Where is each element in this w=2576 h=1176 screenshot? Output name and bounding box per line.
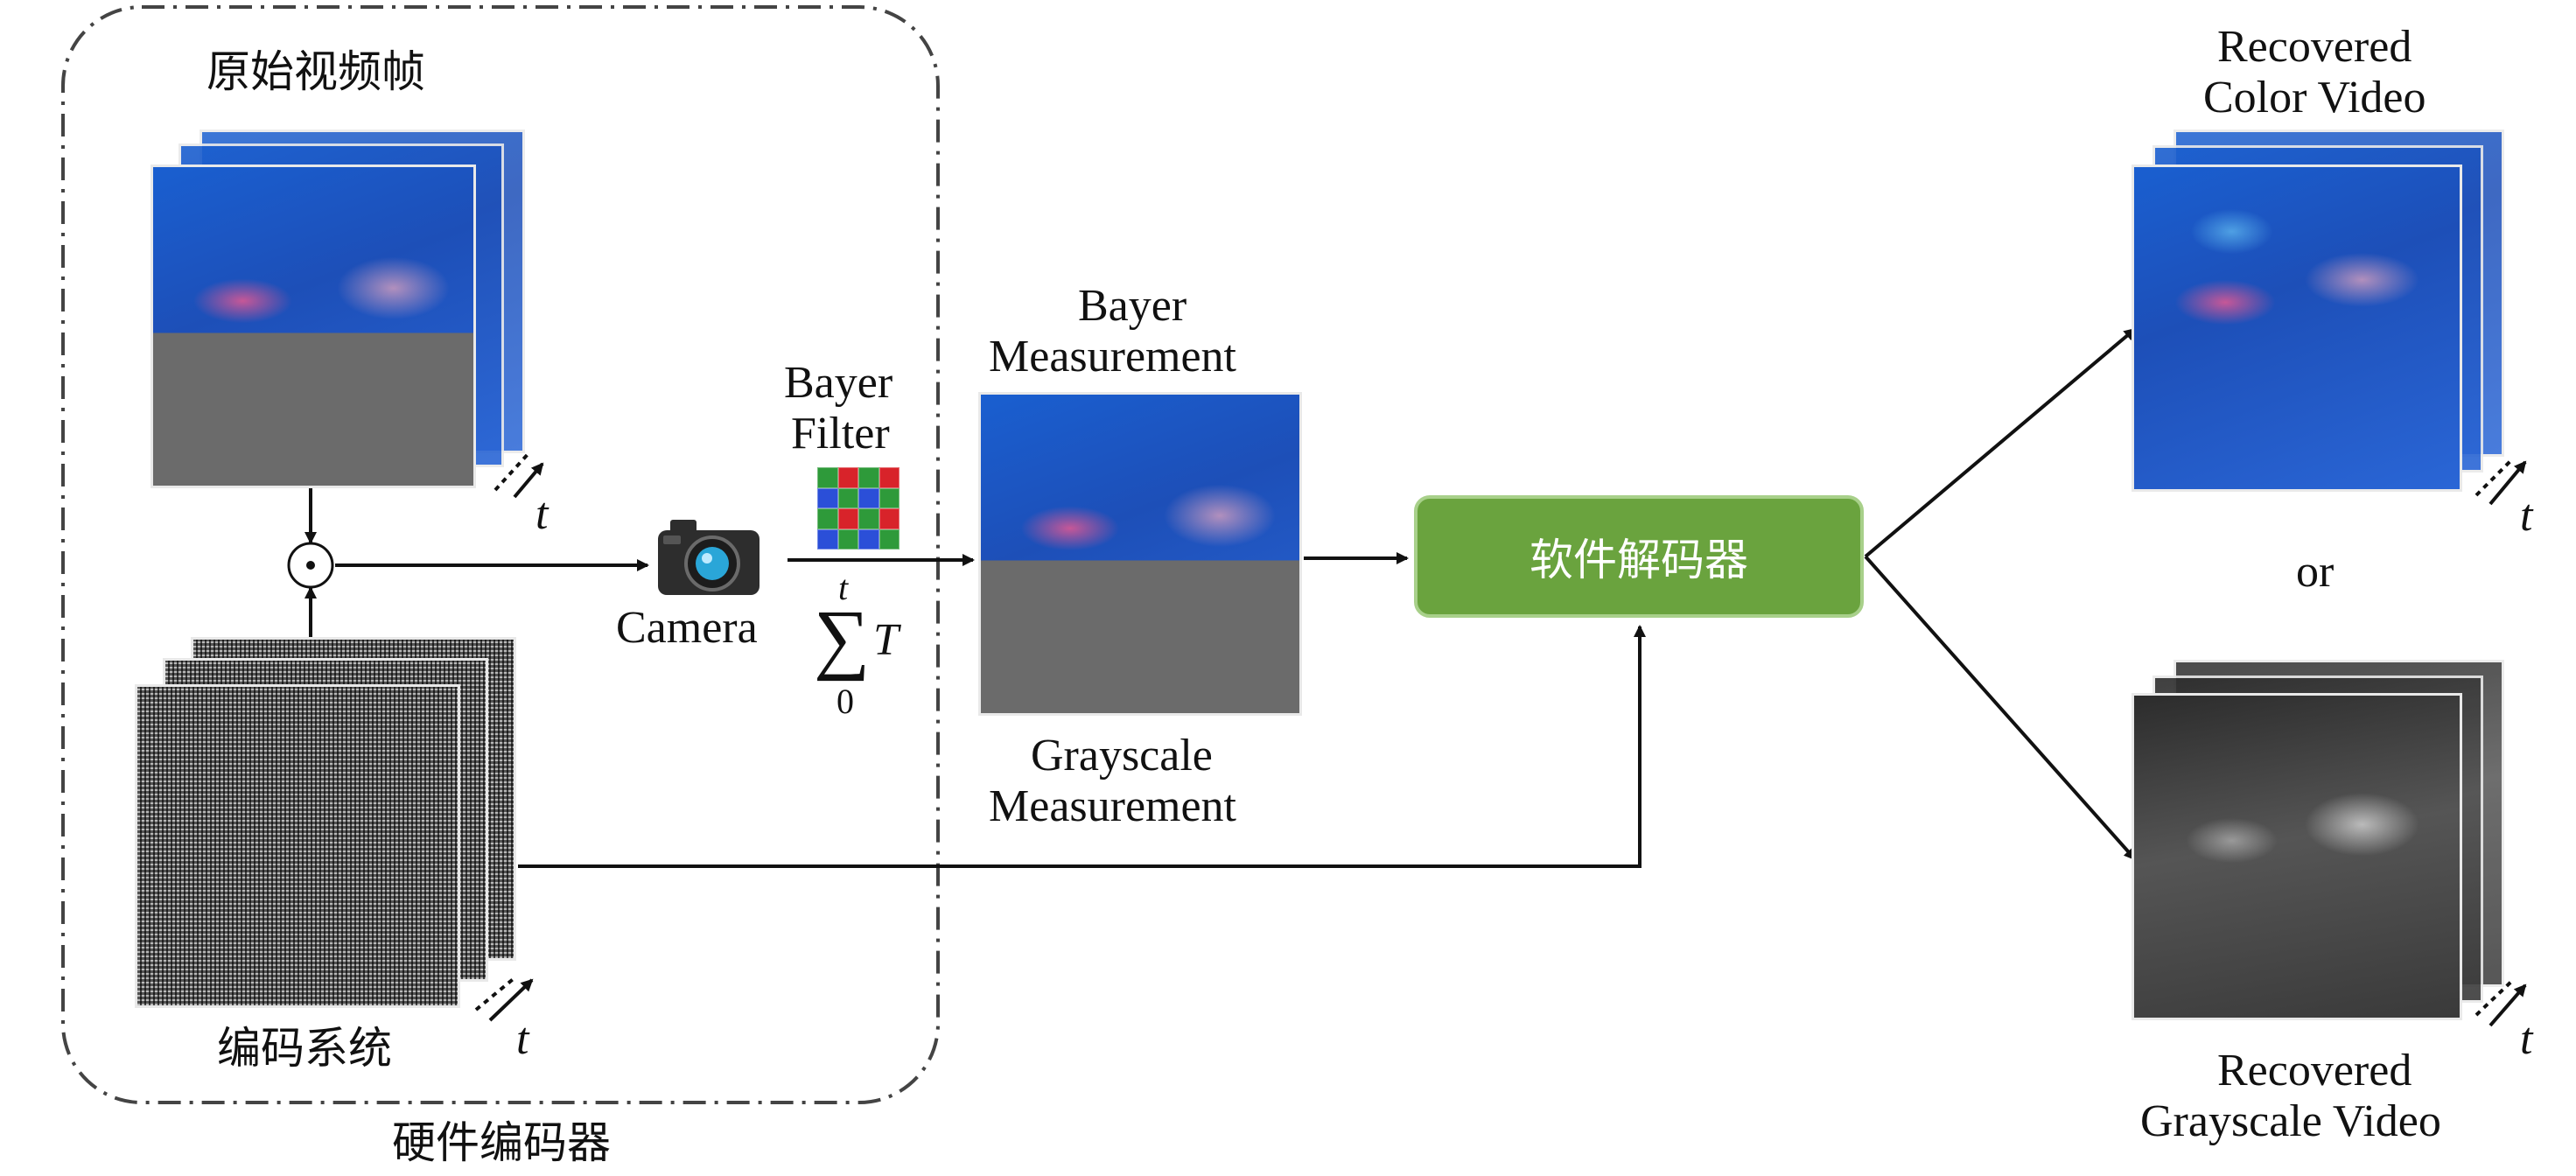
gray-output-label-line1: Recovered — [2217, 1046, 2412, 1096]
measurement-bottom-line1: Grayscale — [1031, 731, 1213, 780]
bayer-cell — [858, 467, 879, 488]
bayer-cell — [837, 467, 858, 488]
or-label: or — [2296, 547, 2334, 597]
camera-label: Camera — [616, 603, 758, 653]
measurement-bottom-line2: Measurement — [989, 781, 1237, 831]
original-frames-label: 原始视频帧 — [206, 46, 425, 97]
sum-term: T — [873, 615, 899, 665]
gray-output-label-line2: Grayscale Video — [2140, 1096, 2441, 1146]
color-frame-front — [2132, 164, 2462, 492]
bayer-cell — [837, 487, 858, 508]
bayer-cell — [858, 487, 879, 508]
color-output-label-line1: Recovered — [2217, 22, 2412, 72]
software-decoder-box: 软件解码器 — [1414, 495, 1864, 618]
measurement-top-line2: Measurement — [989, 332, 1237, 382]
coding-system-label: 编码系统 — [217, 1023, 392, 1074]
bayer-cell — [817, 487, 838, 508]
arrow-decoder-to-color — [1864, 327, 2137, 558]
bayer-cell — [878, 467, 900, 488]
sum-upper-limit: t — [838, 568, 849, 607]
time-arrow-top — [494, 450, 544, 499]
time-symbol-color: t — [2520, 491, 2533, 541]
bayer-cell — [817, 528, 838, 550]
hardware-encoder-boundary — [61, 5, 940, 1104]
bayer-cell — [878, 487, 900, 508]
software-decoder-label: 软件解码器 — [1530, 535, 1748, 585]
coding-mask-front — [135, 684, 460, 1008]
arrow-codes-to-decoder — [518, 625, 1646, 868]
measurement-top-line1: Bayer — [1078, 281, 1187, 331]
arrow-decoder-to-gray — [1864, 555, 2137, 861]
original-frame-front — [150, 164, 476, 488]
bayer-filter-grid — [817, 467, 900, 550]
time-symbol-gray: t — [2520, 1014, 2533, 1064]
camera-icon — [658, 514, 760, 597]
time-symbol-bottom: t — [516, 1014, 529, 1064]
time-arrow-gray — [2474, 978, 2527, 1027]
bayer-cell — [878, 508, 900, 529]
sum-sigma: ∑ — [814, 595, 871, 682]
gray-frame-front — [2132, 693, 2462, 1020]
time-arrow-color — [2474, 457, 2527, 506]
bayer-filter-label-line1: Bayer — [784, 358, 893, 408]
bayer-cell — [817, 508, 838, 529]
sum-lower-limit: 0 — [836, 682, 854, 721]
hardware-encoder-label: 硬件编码器 — [392, 1117, 611, 1168]
color-output-label-line2: Color Video — [2203, 73, 2426, 122]
bayer-cell — [837, 528, 858, 550]
measurement-image — [978, 392, 1302, 716]
bayer-cell — [858, 528, 879, 550]
time-symbol-top: t — [536, 489, 549, 539]
bayer-cell — [858, 508, 879, 529]
bayer-cell — [878, 528, 900, 550]
time-arrow-bottom — [474, 975, 534, 1022]
bayer-filter-label-line2: Filter — [791, 409, 890, 458]
bayer-cell — [837, 508, 858, 529]
bayer-cell — [817, 467, 838, 488]
